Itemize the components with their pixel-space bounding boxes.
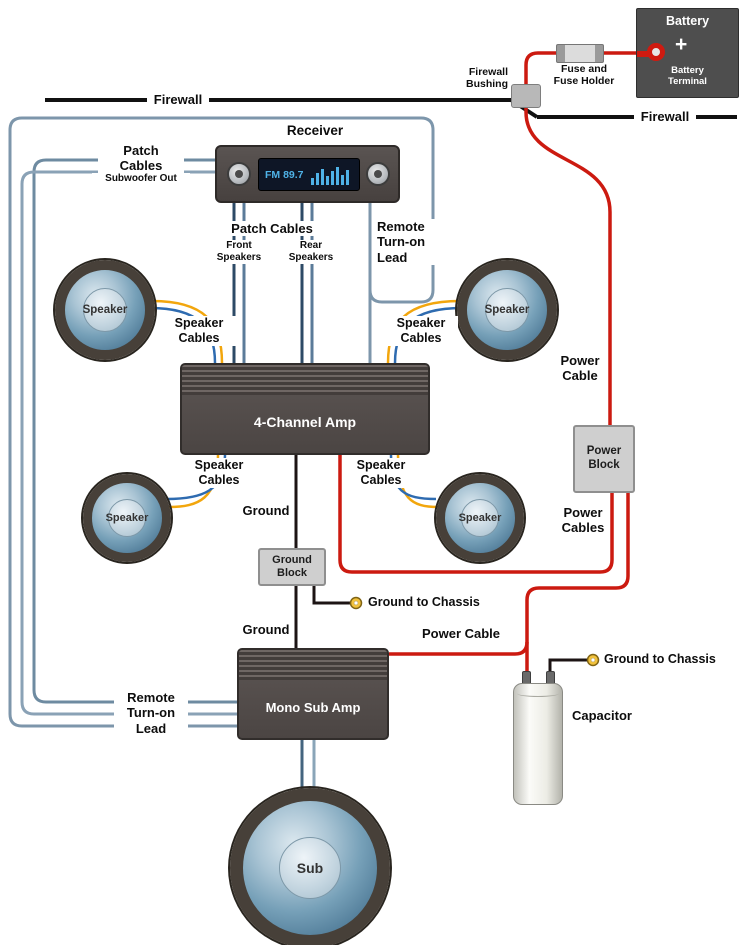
- knob-dot: [374, 170, 382, 178]
- chassis-terminal-icon-1: [349, 596, 363, 610]
- battery-box: Battery + Battery Terminal: [636, 8, 739, 98]
- patch-cable-subwoofer-1: [32, 158, 237, 704]
- speaker-rear-right: Speaker: [436, 474, 524, 562]
- ground-wire-chassis-2: [548, 658, 588, 676]
- rear-speakers-label: Rear Speakers: [282, 240, 340, 264]
- battery-label: Battery: [665, 14, 710, 28]
- chassis-terminal-icon-2: [586, 653, 600, 667]
- speaker-front-right: Speaker: [457, 260, 557, 360]
- subwoofer-label: Sub: [296, 860, 324, 876]
- speaker-dust-cap: [279, 837, 341, 899]
- four-channel-amp: 4-Channel Amp: [180, 363, 430, 455]
- power-cable-label-bottom: Power Cable: [421, 626, 501, 641]
- ground-label-1: Ground: [242, 503, 290, 518]
- remote-turn-on-lead-label-top: Remote Turn-on Lead: [377, 219, 439, 265]
- speaker-dust-cap: [83, 288, 127, 332]
- speaker-cables-label-bl: Speaker Cables: [182, 458, 256, 488]
- speaker-dust-cap: [108, 499, 146, 537]
- mono-sub-amp: Mono Sub Amp: [237, 648, 389, 740]
- receiver-label: Receiver: [286, 123, 344, 138]
- receiver-unit: FM 89.7: [215, 145, 400, 203]
- ground-wire-chassis-1: [312, 586, 351, 605]
- remote-turn-on-lead-label-bottom: Remote Turn-on Lead: [114, 690, 188, 736]
- power-cable-block-to-4ch: [338, 455, 614, 574]
- patch-cable-subwoofer-2: [20, 170, 237, 716]
- firewall-bushing-label: Firewall Bushing: [466, 66, 508, 91]
- firewall-label-right: Firewall: [634, 108, 696, 126]
- speaker-label: Speaker: [105, 512, 149, 524]
- remote-turn-on-lead-monoamp: [8, 116, 435, 728]
- receiver-display: FM 89.7: [258, 158, 360, 191]
- ground-to-chassis-label-1: Ground to Chassis: [368, 595, 480, 609]
- speaker-front-left: Speaker: [55, 260, 155, 360]
- ground-to-chassis-label-2: Ground to Chassis: [604, 652, 716, 666]
- patch-cables-subwoofer-label: Patch Cables: [98, 143, 184, 174]
- firewall-label-left: Firewall: [147, 91, 209, 109]
- capacitor-cap-line: [517, 690, 559, 697]
- heatsink-fins-icon: [239, 650, 387, 680]
- battery-plus-sign: +: [675, 33, 688, 56]
- subwoofer: Sub: [230, 788, 390, 945]
- speaker-rear-left: Speaker: [83, 474, 171, 562]
- capacitor-body: [513, 683, 563, 805]
- four-channel-amp-label: 4-Channel Amp: [253, 414, 357, 430]
- power-block: Power Block: [573, 425, 635, 493]
- fm-frequency: FM 89.7: [265, 168, 304, 181]
- front-speakers-label: Front Speakers: [210, 240, 268, 264]
- speaker-cables-label-br: Speaker Cables: [344, 458, 418, 488]
- battery-terminal-icon: [647, 43, 665, 61]
- firewall-bushing-icon: [511, 84, 541, 108]
- speaker-label: Speaker: [82, 304, 128, 316]
- patch-cables-label: Patch Cables: [228, 221, 316, 237]
- fuse-holder-label: Fuse and Fuse Holder: [553, 63, 615, 88]
- ground-label-2: Ground: [242, 622, 290, 637]
- capacitor-label: Capacitor: [572, 708, 632, 723]
- tuning-knob-icon: [366, 162, 390, 186]
- ground-block: Ground Block: [258, 548, 326, 586]
- battery-terminal-stem: [637, 51, 649, 57]
- speaker-dust-cap: [485, 288, 529, 332]
- subwoofer-out-label: Subwoofer Out: [92, 173, 190, 185]
- speaker-cables-label-tl: Speaker Cables: [162, 316, 236, 346]
- power-cables-label: Power Cables: [561, 505, 605, 536]
- speaker-label: Speaker: [484, 304, 530, 316]
- fuse-holder-icon: [556, 44, 604, 63]
- mono-sub-amp-label: Mono Sub Amp: [265, 699, 361, 715]
- power-cable-battery-to-block: [524, 51, 637, 425]
- power-cable-label-right: Power Cable: [560, 353, 600, 384]
- spectrum-bars-icon: [310, 165, 351, 185]
- power-cable-to-monoamp: [389, 641, 529, 656]
- speaker-label: Speaker: [458, 512, 502, 524]
- speaker-dust-cap: [461, 499, 499, 537]
- power-cable-block-to-capacitor: [525, 493, 630, 676]
- knob-dot: [235, 170, 243, 178]
- heatsink-fins-icon: [182, 365, 428, 395]
- volume-knob-icon: [227, 162, 251, 186]
- speaker-cables-label-tr: Speaker Cables: [384, 316, 458, 346]
- battery-terminal-label: Battery Terminal: [668, 65, 707, 88]
